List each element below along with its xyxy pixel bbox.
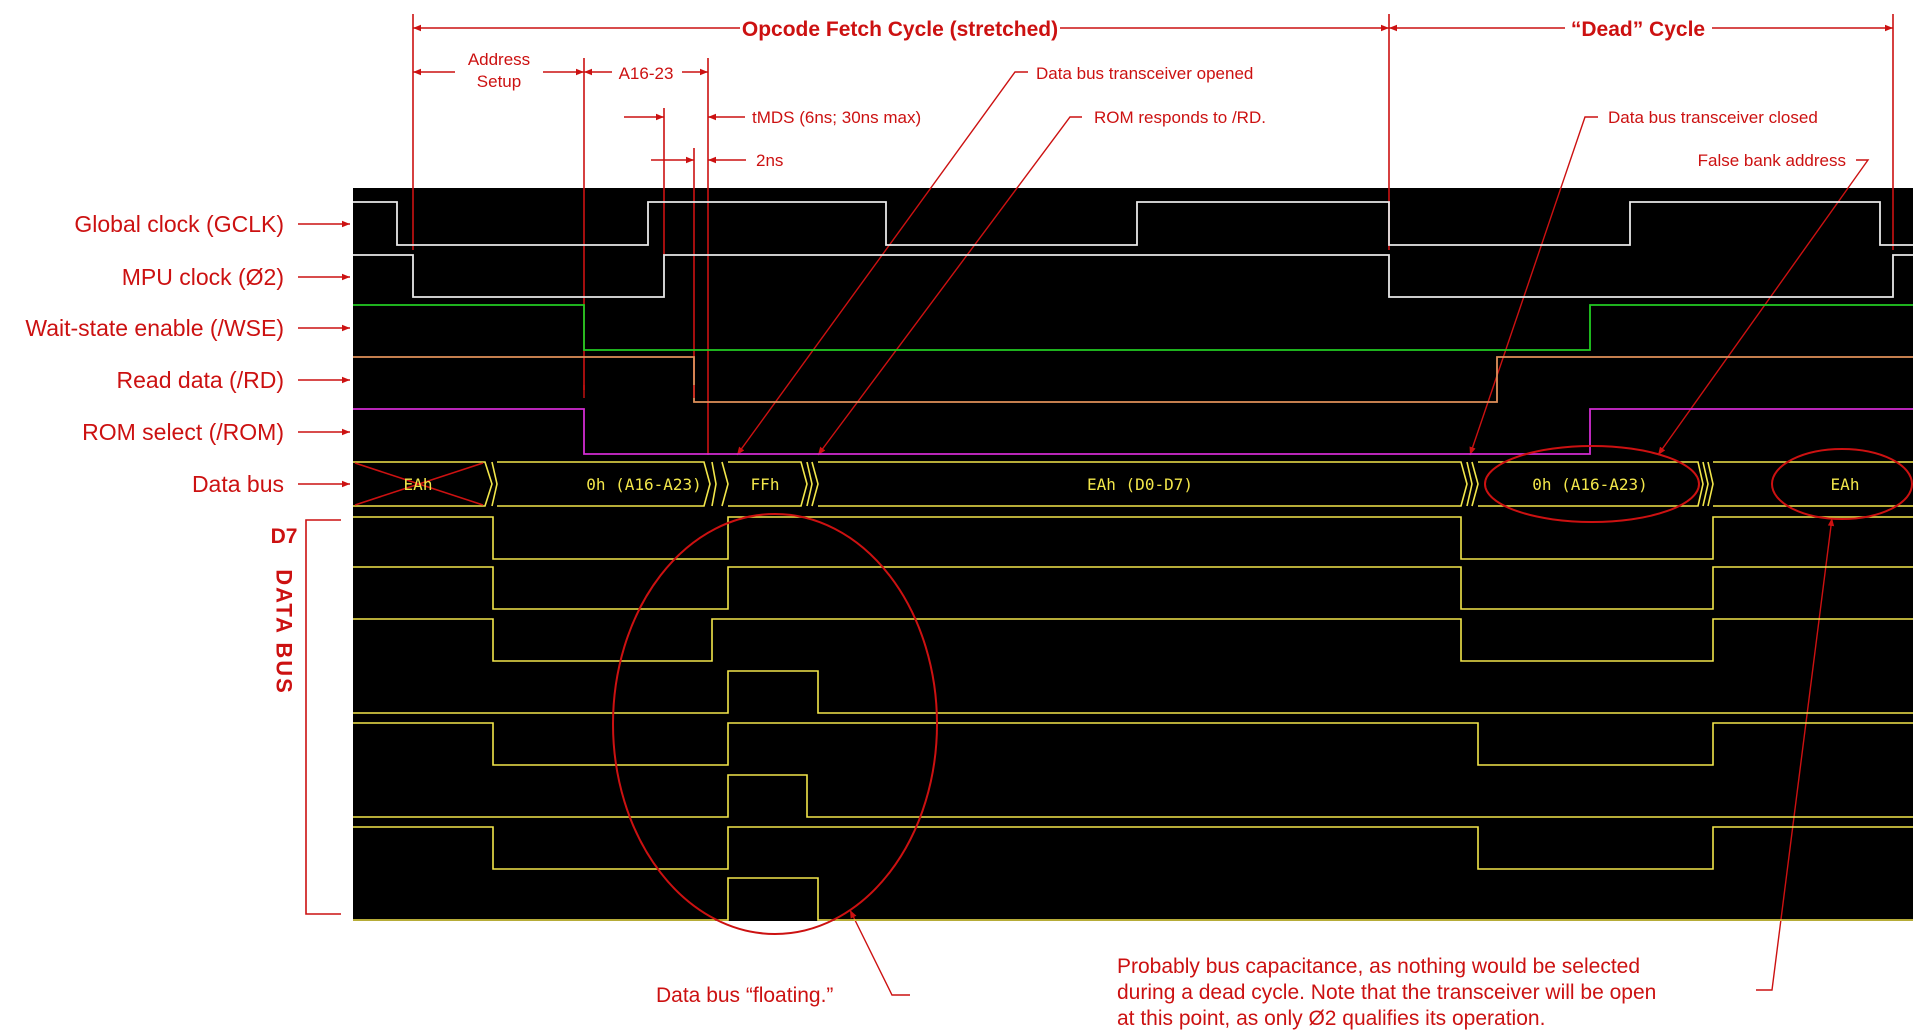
phi2-waveform xyxy=(353,254,1913,298)
dead-cycle-title: “Dead” Cycle xyxy=(1571,18,1705,41)
a16-23-label: A16-23 xyxy=(619,64,674,83)
address-setup-label-2: Setup xyxy=(477,72,521,91)
dead-cycle-value-ellipse xyxy=(1771,448,1913,520)
data-bus-envelope xyxy=(353,461,1913,507)
cycle-dimensions xyxy=(412,14,1894,455)
signal-label-rd: Read data (/RD) xyxy=(117,367,284,393)
data-bus-bracket xyxy=(305,519,341,915)
floating-gap xyxy=(728,921,818,933)
bus-value-6: EAh xyxy=(1831,475,1860,494)
digital-waveforms xyxy=(353,201,1913,455)
highlight-ellipses xyxy=(612,445,1913,935)
signal-label-arrows xyxy=(298,220,350,488)
data-bit-d6 xyxy=(353,566,1913,610)
rom-waveform xyxy=(353,408,1913,455)
address-setup-label: Address xyxy=(468,50,530,69)
signal-label-gclk: Global clock (GCLK) xyxy=(74,211,284,237)
false-bank-ellipse xyxy=(1484,445,1700,523)
data-bus-vertical-label: DATA BUS xyxy=(272,569,297,695)
bus-value-1: EAh xyxy=(404,475,433,494)
data-bit-d3 xyxy=(353,722,1913,766)
bus-value-3: FFh xyxy=(751,475,780,494)
waveform-panel xyxy=(353,188,1913,921)
capacitance-note-line-2: during a dead cycle. Note that the trans… xyxy=(1117,981,1656,1004)
bus-value-5: 0h (A16-A23) xyxy=(1532,475,1648,494)
data-bit-d4 xyxy=(353,670,1913,714)
signal-label-phi2: MPU clock (Ø2) xyxy=(122,264,284,290)
opcode-fetch-cycle-title: Opcode Fetch Cycle (stretched) xyxy=(742,18,1058,41)
bus-value-2: 0h (A16-A23) xyxy=(586,475,702,494)
wse-waveform xyxy=(353,304,1913,351)
signal-label-rom: ROM select (/ROM) xyxy=(82,419,284,445)
data-bit-d1 xyxy=(353,826,1913,870)
signal-label-data-bus: Data bus xyxy=(192,471,284,497)
data-bit-d7 xyxy=(353,516,1913,560)
floating-ellipse xyxy=(612,513,938,935)
rd-waveform xyxy=(353,356,1913,403)
bus-value-4: EAh (D0-D7) xyxy=(1087,475,1193,494)
data-bit-lines xyxy=(353,516,1913,921)
floating-callout: Data bus “floating.” xyxy=(656,984,833,1007)
capacitance-note-line-1: Probably bus capacitance, as nothing wou… xyxy=(1117,955,1640,978)
tmds-label: tMDS (6ns; 30ns max) xyxy=(752,108,921,127)
gclk-waveform xyxy=(353,201,1913,246)
transceiver-opened-callout: Data bus transceiver opened xyxy=(1036,64,1253,83)
data-bit-d0 xyxy=(353,877,1913,921)
signal-label-wse: Wait-state enable (/WSE) xyxy=(25,315,284,341)
capacitance-note-line-3: at this point, as only Ø2 qualifies its … xyxy=(1117,1007,1545,1030)
d7-label: D7 xyxy=(271,525,298,548)
transceiver-closed-callout: Data bus transceiver closed xyxy=(1608,108,1818,127)
false-bank-callout: False bank address xyxy=(1698,151,1846,170)
data-bit-d5 xyxy=(353,618,1913,662)
data-bit-d2 xyxy=(353,774,1913,818)
rom-responds-callout: ROM responds to /RD. xyxy=(1094,108,1266,127)
two-ns-label: 2ns xyxy=(756,151,783,170)
